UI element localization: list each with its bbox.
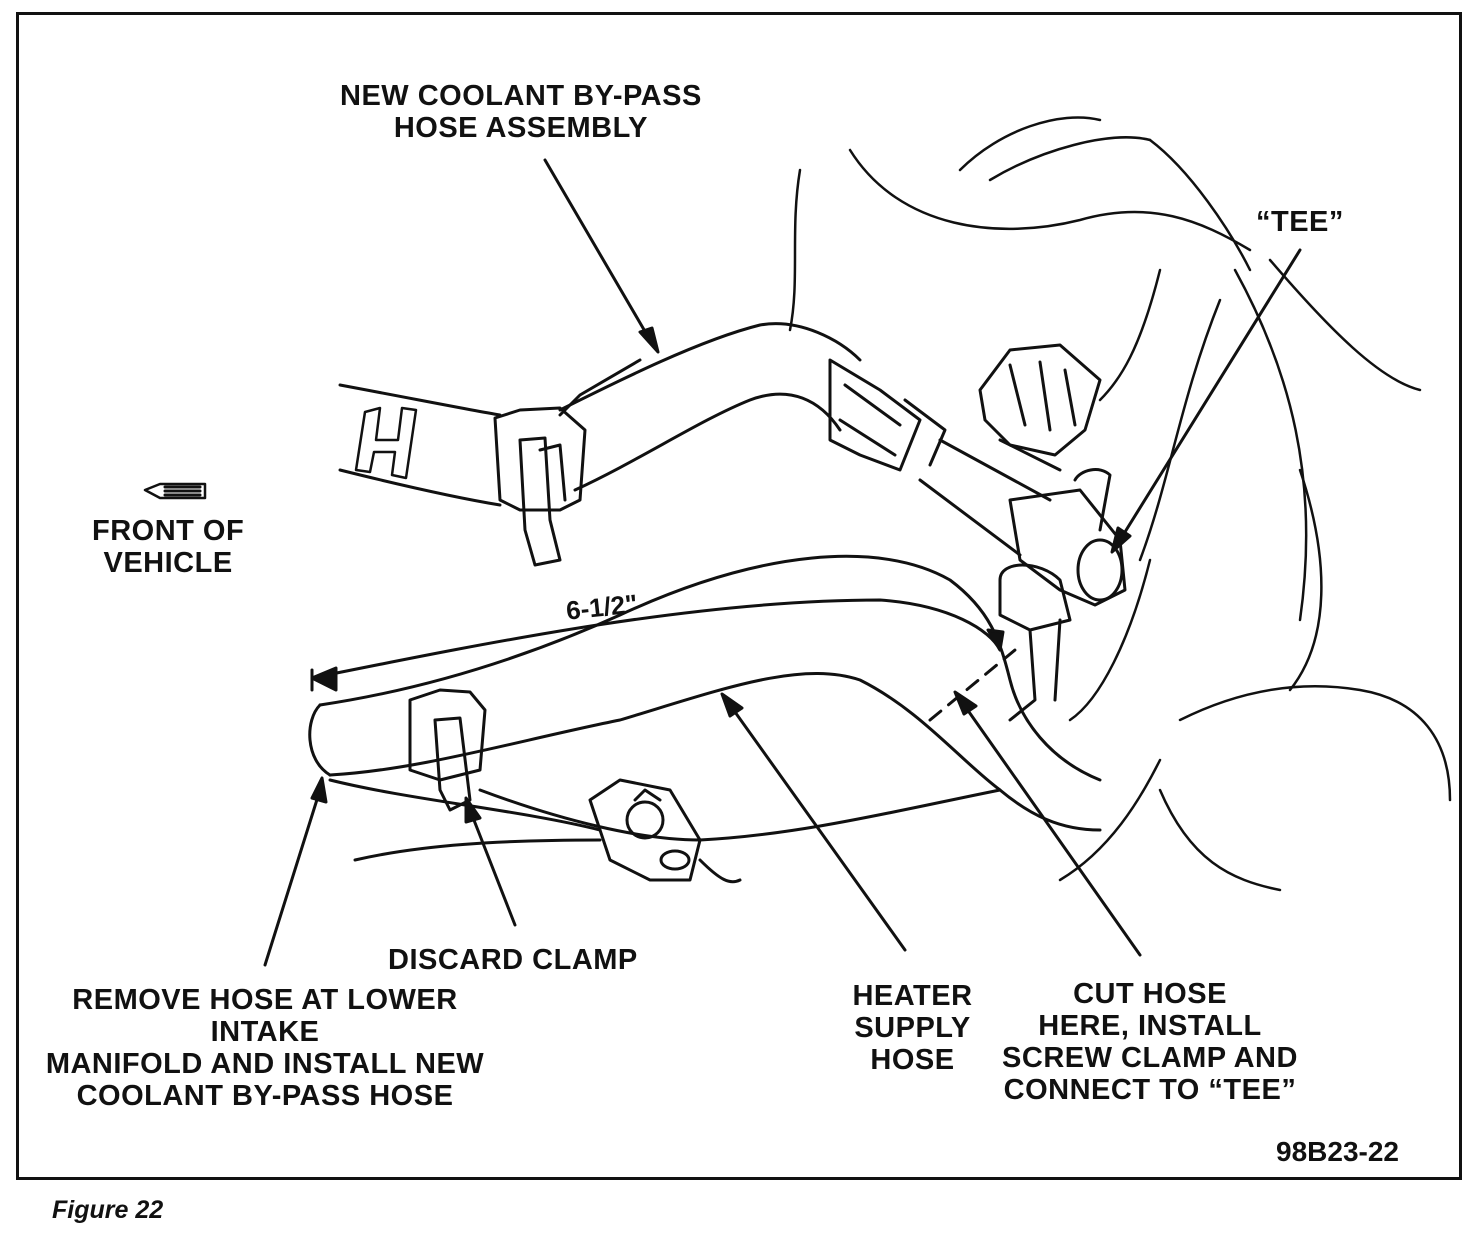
heater-supply-label: HEATER SUPPLY HOSE [840,980,985,1076]
front-label-line2: VEHICLE [103,547,233,579]
arrow-cut [960,700,1142,957]
cut-hose-line2: HERE, INSTALL [1038,1010,1262,1042]
bypass-hose-label-line2: HOSE ASSEMBLY [393,112,648,144]
leader-lines [143,158,1302,967]
figure-frame [16,12,1462,1180]
heater-supply-hose [308,554,1102,884]
bypass-hose [338,322,1052,557]
cut-hose-line4: CONNECT TO “TEE” [1003,1074,1297,1106]
remove-hose-line4: COOLANT BY-PASS HOSE [76,1080,454,1112]
front-of-vehicle-label: FRONT OF VEHICLE [92,515,244,579]
discard-clamp-label: DISCARD CLAMP [388,944,638,976]
lower-clamp [408,688,487,812]
figure-code: 98B23-22 [1276,1136,1399,1167]
figure-caption: Figure 22 [52,1196,164,1224]
bypass-hose-label: NEW COOLANT BY-PASS HOSE ASSEMBLY [340,80,702,144]
front-arrow-icon [143,482,207,500]
cut-hose-line3: SCREW CLAMP AND [1002,1042,1298,1074]
engine-outline [788,116,1452,892]
tee-label: “TEE” [1256,206,1344,238]
arrow-tee [1118,248,1302,542]
upper-clamp [493,406,587,567]
arrow-discard [468,808,517,927]
hose-marking-h [354,406,418,480]
bypass-hose-label-line1: NEW COOLANT BY-PASS [340,80,702,112]
remove-hose-line3: MANIFOLD AND INSTALL NEW [45,1048,485,1080]
arrow-remove [263,788,322,967]
heater-supply-line1: HEATER [852,980,973,1012]
cut-hose-label: CUT HOSE HERE, INSTALL SCREW CLAMP AND C… [990,978,1310,1106]
remove-hose-line2: INTAKE [210,1016,320,1048]
remove-hose-label: REMOVE HOSE AT LOWER INTAKE MANIFOLD AND… [30,984,500,1112]
heater-supply-line2: SUPPLY [854,1012,971,1044]
arrow-heater [728,703,907,952]
cut-hose-line1: CUT HOSE [1073,978,1227,1010]
remove-hose-line1: REMOVE HOSE AT LOWER [72,984,458,1016]
arrow-bypass [543,158,652,342]
front-label-line1: FRONT OF [92,515,245,547]
tee-fitting [978,343,1127,722]
heater-supply-line3: HOSE [870,1044,955,1076]
